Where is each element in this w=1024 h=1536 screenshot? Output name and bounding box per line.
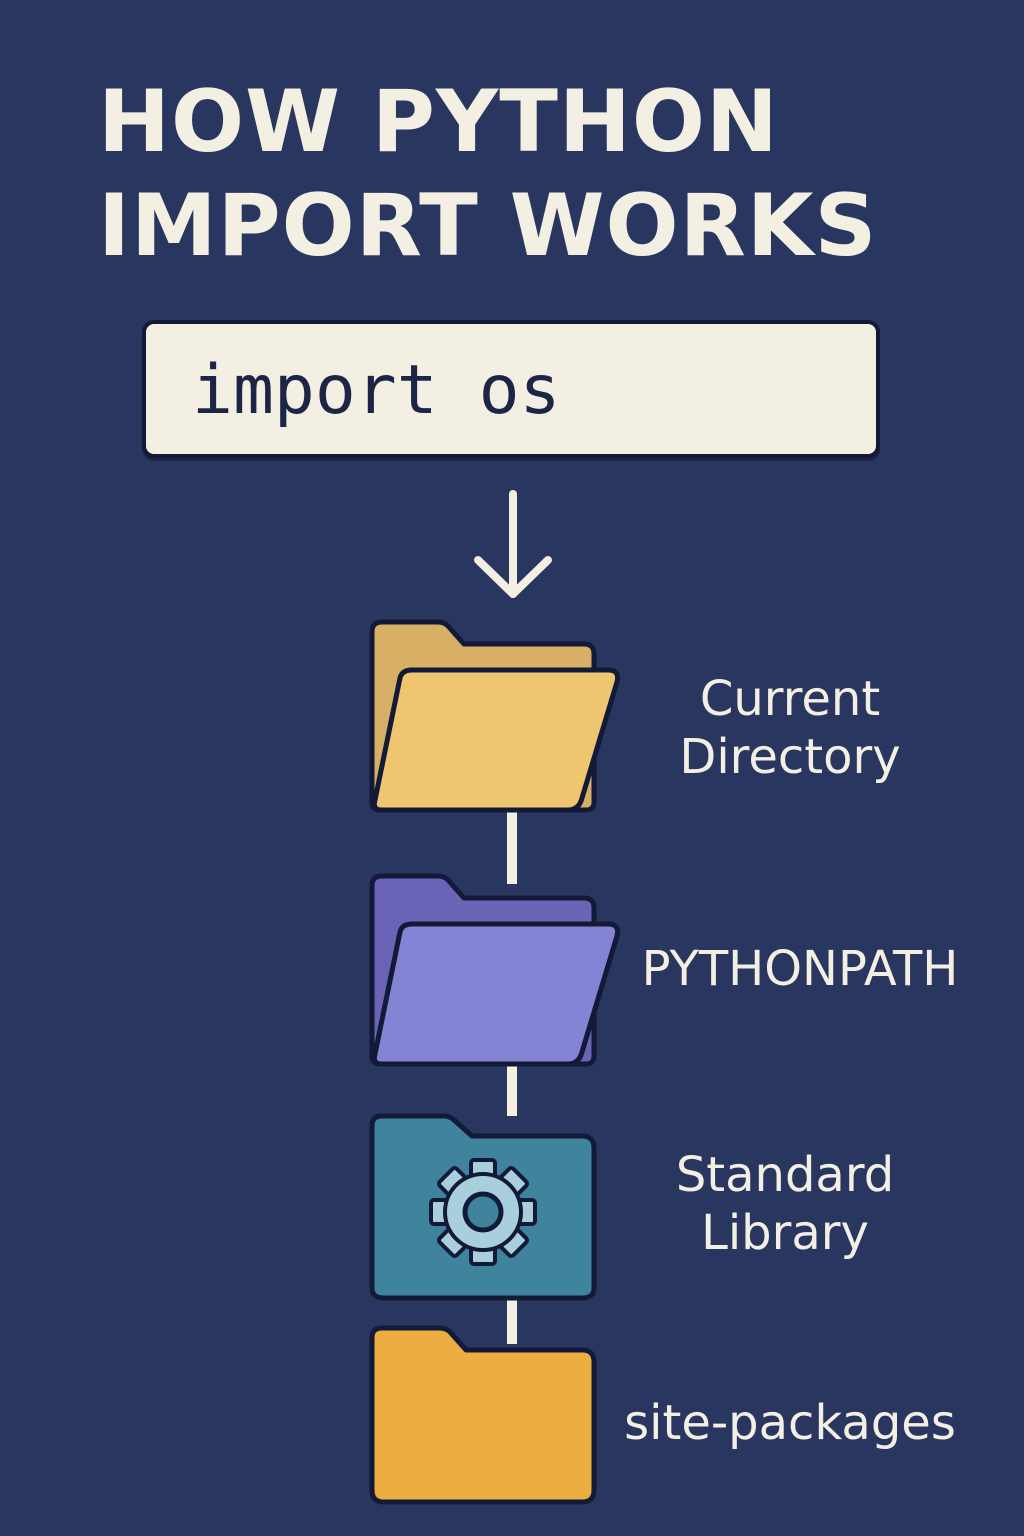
- step-label-standard-library: Standard Library: [650, 1146, 920, 1262]
- folder-open-icon: [369, 619, 621, 813]
- folder-icon: [369, 1325, 597, 1505]
- import-statement: import os: [192, 351, 561, 430]
- step-label-line: Standard: [675, 1147, 895, 1203]
- title-line-2: IMPORT WORKS: [98, 176, 878, 276]
- page-title: HOW PYTHON IMPORT WORKS: [98, 70, 877, 278]
- connector-line: [507, 1064, 517, 1116]
- step-label-line: site-packages: [624, 1395, 956, 1451]
- step-label-pythonpath: PYTHONPATH: [640, 940, 960, 998]
- gear-folder-icon: [369, 1113, 597, 1301]
- code-box: import os: [142, 320, 880, 458]
- step-label-line: PYTHONPATH: [641, 941, 959, 997]
- step-label-line: Library: [701, 1205, 869, 1261]
- down-arrow-icon: [474, 490, 552, 598]
- folder-open-icon: [369, 873, 621, 1067]
- step-label-line: Directory: [679, 729, 901, 785]
- connector-line: [507, 812, 517, 884]
- step-label-current-directory: Current Directory: [660, 670, 920, 786]
- title-line-1: HOW PYTHON: [98, 72, 779, 172]
- connector-line: [507, 1296, 517, 1344]
- step-label-line: Current: [699, 671, 881, 727]
- step-label-site-packages: site-packages: [612, 1394, 968, 1452]
